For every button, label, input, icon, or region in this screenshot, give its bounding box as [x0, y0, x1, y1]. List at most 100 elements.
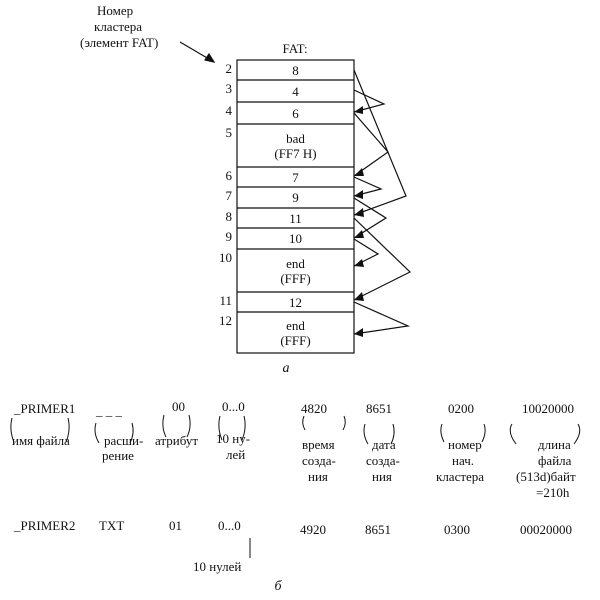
fat-cluster-number: 12: [219, 313, 232, 328]
fat-cluster-number: 6: [225, 168, 233, 183]
label-date-2: созда-: [366, 453, 400, 468]
fat-title: FAT:: [282, 41, 308, 56]
label-date-1: дата: [372, 437, 396, 452]
connector: [241, 415, 246, 441]
time-value: 4820: [301, 401, 327, 416]
connector: [218, 415, 223, 441]
connector: [10, 417, 15, 443]
fat-cell-value: 11: [289, 210, 302, 226]
fat-cell: 4: [237, 80, 354, 102]
chain-arrowhead: [354, 190, 363, 199]
connector: [94, 422, 100, 444]
fat-cell-value: 12: [289, 294, 302, 310]
connector: [363, 423, 369, 445]
connector: [162, 414, 167, 438]
chain-arrow: [353, 301, 411, 335]
label-length-2: файла: [538, 453, 572, 468]
fat-cell: 9: [237, 187, 354, 208]
label-zeros-row2: 10 нулей: [193, 559, 242, 574]
chain-arrowhead: [354, 106, 363, 114]
label-cluster-2: нач.: [452, 453, 474, 468]
callout-label-line2: кластера: [94, 19, 143, 34]
label-cluster-3: кластера: [436, 469, 485, 484]
chain-arrow: [353, 197, 388, 239]
fat-cell-value: 10: [289, 231, 302, 246]
label-time-1: время: [302, 437, 335, 452]
fat-cell-value: 6: [292, 105, 299, 121]
fat-cell: 10: [237, 228, 354, 249]
fat-cell: 7: [237, 167, 354, 187]
fat-cell: 12: [237, 292, 354, 312]
fat-cell: 8: [237, 60, 354, 80]
cluster-value: 0300: [444, 522, 470, 537]
connector: [302, 415, 306, 431]
chain-arrowhead: [354, 328, 363, 337]
fat-cluster-number: 2: [225, 61, 233, 76]
fat-cell-value: bad: [286, 130, 305, 146]
fat-cluster-number: 7: [225, 188, 233, 203]
chain-arrow: [353, 112, 389, 177]
extension-value: _ _ _: [96, 403, 122, 418]
chain-arrowhead: [354, 292, 364, 301]
fat-cell-value: end: [286, 255, 305, 271]
chain-arrow: [353, 238, 380, 267]
chain-arrow: [353, 89, 386, 113]
chain-arrowhead: [354, 230, 364, 238]
attribute-value: 01: [169, 518, 182, 533]
fat-cell-value: end: [286, 317, 305, 333]
callout-arrowhead: [204, 52, 216, 63]
label-extension-1: расши-: [104, 433, 144, 448]
fat-cell-value: 8: [292, 62, 299, 78]
file-name-value: _PRIMER2: [14, 518, 76, 533]
label-zeros-1: 10 ну-: [216, 431, 251, 446]
label-length-4: =210h: [536, 485, 570, 500]
caption-b: б: [274, 579, 282, 594]
connector: [129, 422, 134, 444]
label-date-3: ния: [372, 469, 392, 484]
date-value: 8651: [366, 401, 392, 416]
fat-cluster-number: 11: [219, 293, 232, 308]
chain-arrowhead: [354, 168, 364, 176]
fat-cluster-number: 8: [225, 209, 233, 224]
connector: [481, 423, 486, 443]
fat-cell-note: (FF7 H): [274, 145, 317, 161]
fat-table-border: [236, 59, 355, 354]
fat-cell-value: 7: [292, 169, 299, 185]
label-file-name: имя файла: [12, 433, 70, 448]
label-length-1: длина: [538, 437, 571, 452]
label-extension-2: рение: [102, 448, 134, 463]
chain-arrow: [353, 217, 412, 301]
connector: [509, 423, 517, 445]
zeros-value: 0...0: [222, 399, 245, 414]
callout-label-line1: Номер: [97, 3, 134, 18]
file-name-value: _PRIMER1: [14, 401, 76, 416]
connector: [65, 417, 70, 443]
fat-cell-note: (FFF): [280, 270, 311, 286]
fat-cell: 11: [237, 208, 354, 228]
fat-cluster-number: 9: [225, 229, 233, 244]
time-value: 4920: [300, 522, 326, 537]
length-value: 10020000: [522, 401, 574, 416]
callout-label-line3: (элемент FAT): [80, 35, 159, 50]
chain-arrowhead: [354, 208, 364, 217]
label-cluster-1: номер: [448, 437, 482, 452]
date-value: 8651: [365, 522, 391, 537]
connector: [342, 415, 346, 431]
label-attribute: атрибут: [155, 433, 199, 448]
zeros-value: 0...0: [218, 518, 241, 533]
fat-cluster-number: 10: [219, 250, 232, 265]
fat-cell-value: 4: [292, 83, 299, 99]
connector: [390, 423, 395, 445]
label-length-3: (513d)байт: [516, 469, 576, 484]
label-zeros-2: лей: [226, 447, 246, 462]
chain-arrow: [353, 176, 383, 197]
fat-cluster-number: 3: [225, 81, 233, 96]
fat-cell: end(FFF): [237, 249, 354, 292]
connector: [573, 423, 581, 445]
fat-cell-note: (FFF): [280, 332, 311, 348]
fat-cell: bad(FF7 H): [237, 124, 354, 167]
connector: [440, 423, 445, 443]
fat-cluster-number: 5: [225, 125, 233, 140]
length-value: 00020000: [520, 522, 572, 537]
